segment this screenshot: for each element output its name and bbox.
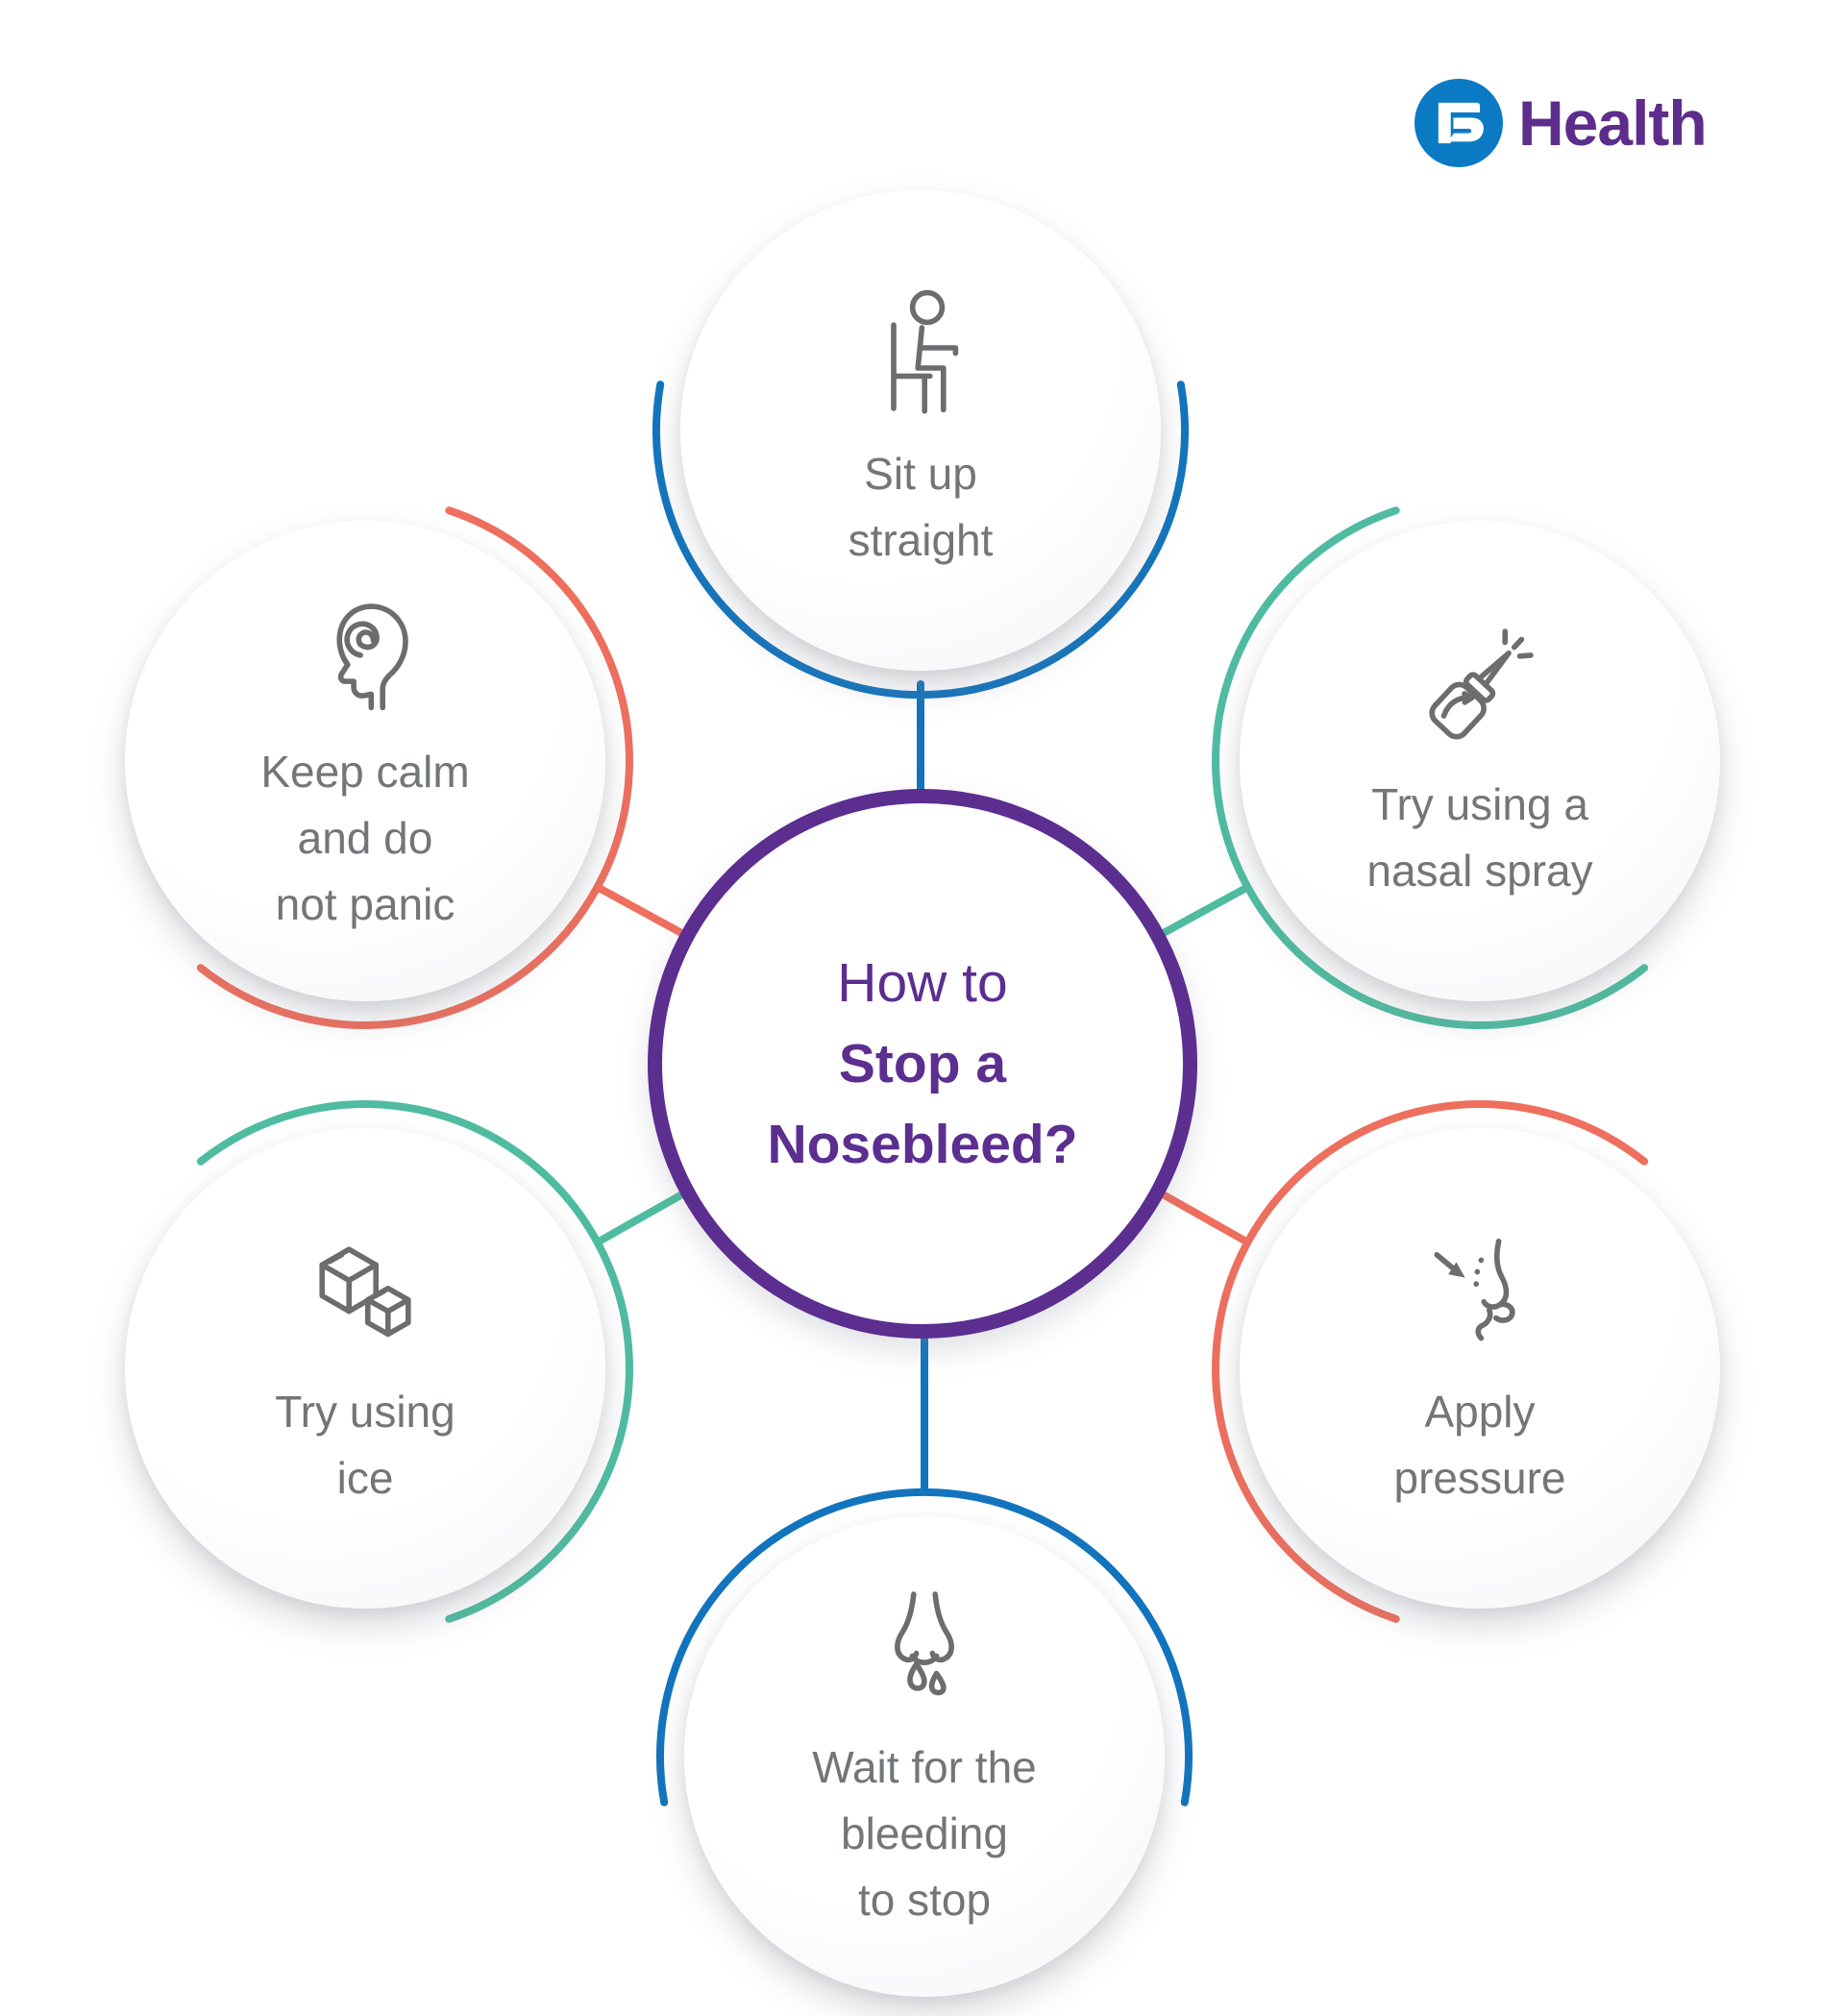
spoke-lower-left <box>593 1183 700 1246</box>
node-sit-up-straight: Sit up straight <box>680 190 1161 671</box>
node-label: Keep calm and do not panic <box>260 746 470 929</box>
node-nasal-spray: Try using a nasal spray <box>1240 521 1720 1001</box>
bleeding-nose-icon <box>895 1590 954 1695</box>
bajaj-finserv-b-icon <box>1414 79 1503 167</box>
nose-apply-pressure-icon <box>1434 1239 1515 1341</box>
hub-title-line: Stop a <box>838 1033 1007 1094</box>
person-sitting-chair-icon <box>891 289 959 414</box>
spoke-lower-right <box>1145 1183 1252 1246</box>
node-label: Try using a nasal spray <box>1366 779 1593 896</box>
node-label: Wait for the bleeding to stop <box>812 1741 1037 1925</box>
node-label: Try using ice <box>275 1387 455 1503</box>
nasal-spray-icon <box>1429 628 1534 740</box>
hub-title-line: How to <box>837 952 1008 1014</box>
node-label: Apply pressure <box>1393 1387 1566 1503</box>
brand-name: Health <box>1518 87 1708 159</box>
hub-title-line: Nosebleed? <box>767 1114 1078 1175</box>
spoke-upper-right <box>1145 883 1252 945</box>
spoke-upper-left <box>593 883 700 945</box>
node-try-ice: Try using ice <box>125 1128 605 1609</box>
ice-cubes-icon <box>319 1246 411 1338</box>
hub-circle: How to Stop a Nosebleed? <box>648 789 1197 1339</box>
node-apply-pressure: Apply pressure <box>1240 1128 1720 1609</box>
brand-logo: Health <box>1414 79 1708 167</box>
node-label: Sit up straight <box>848 449 994 565</box>
node-wait-bleeding: Wait for the bleeding to stop <box>684 1516 1165 1997</box>
calm-head-spiral-icon <box>336 602 408 710</box>
node-keep-calm: Keep calm and do not panic <box>125 521 605 1001</box>
